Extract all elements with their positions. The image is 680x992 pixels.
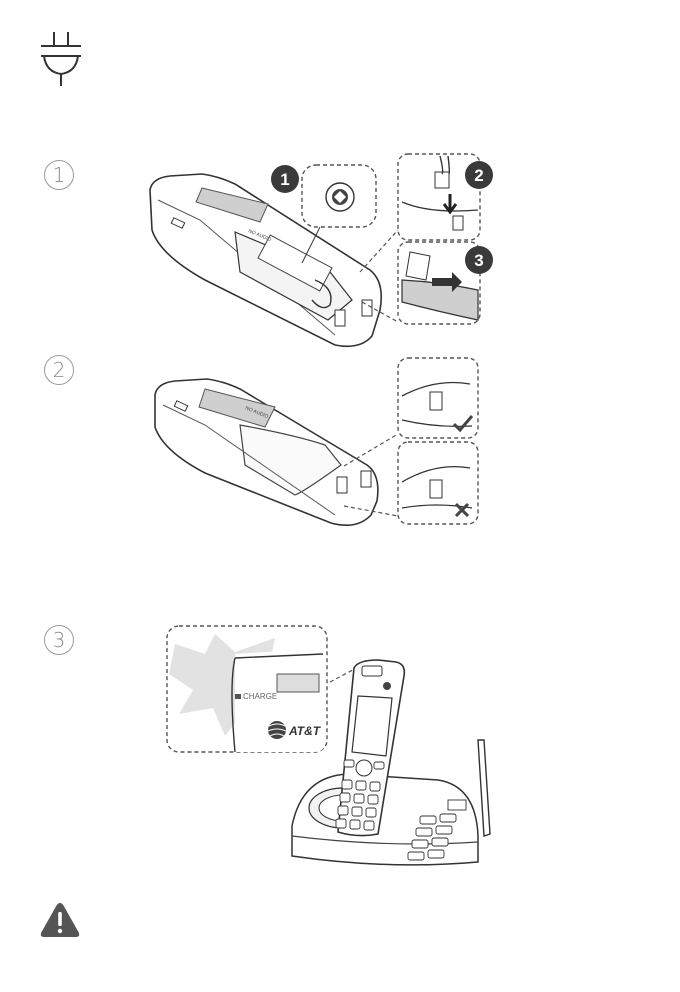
- svg-text:2: 2: [474, 166, 483, 185]
- badge-2: 2: [464, 160, 494, 190]
- badge-3: 3: [464, 245, 494, 275]
- svg-text:3: 3: [474, 251, 483, 270]
- warning-icon: [38, 900, 82, 940]
- plug-icon: [36, 30, 86, 90]
- step-number-2: 2: [44, 355, 74, 385]
- step-number-3: 3: [44, 625, 74, 655]
- charge-label: CHARGE: [243, 692, 277, 701]
- base-and-handset-illustration: [288, 656, 498, 876]
- step-number-1: 1: [44, 160, 74, 190]
- cover-fit-zoom: [340, 356, 485, 528]
- badge-1: 1: [270, 164, 300, 194]
- seal-pointer-line: [298, 225, 328, 265]
- svg-text:1: 1: [280, 170, 289, 189]
